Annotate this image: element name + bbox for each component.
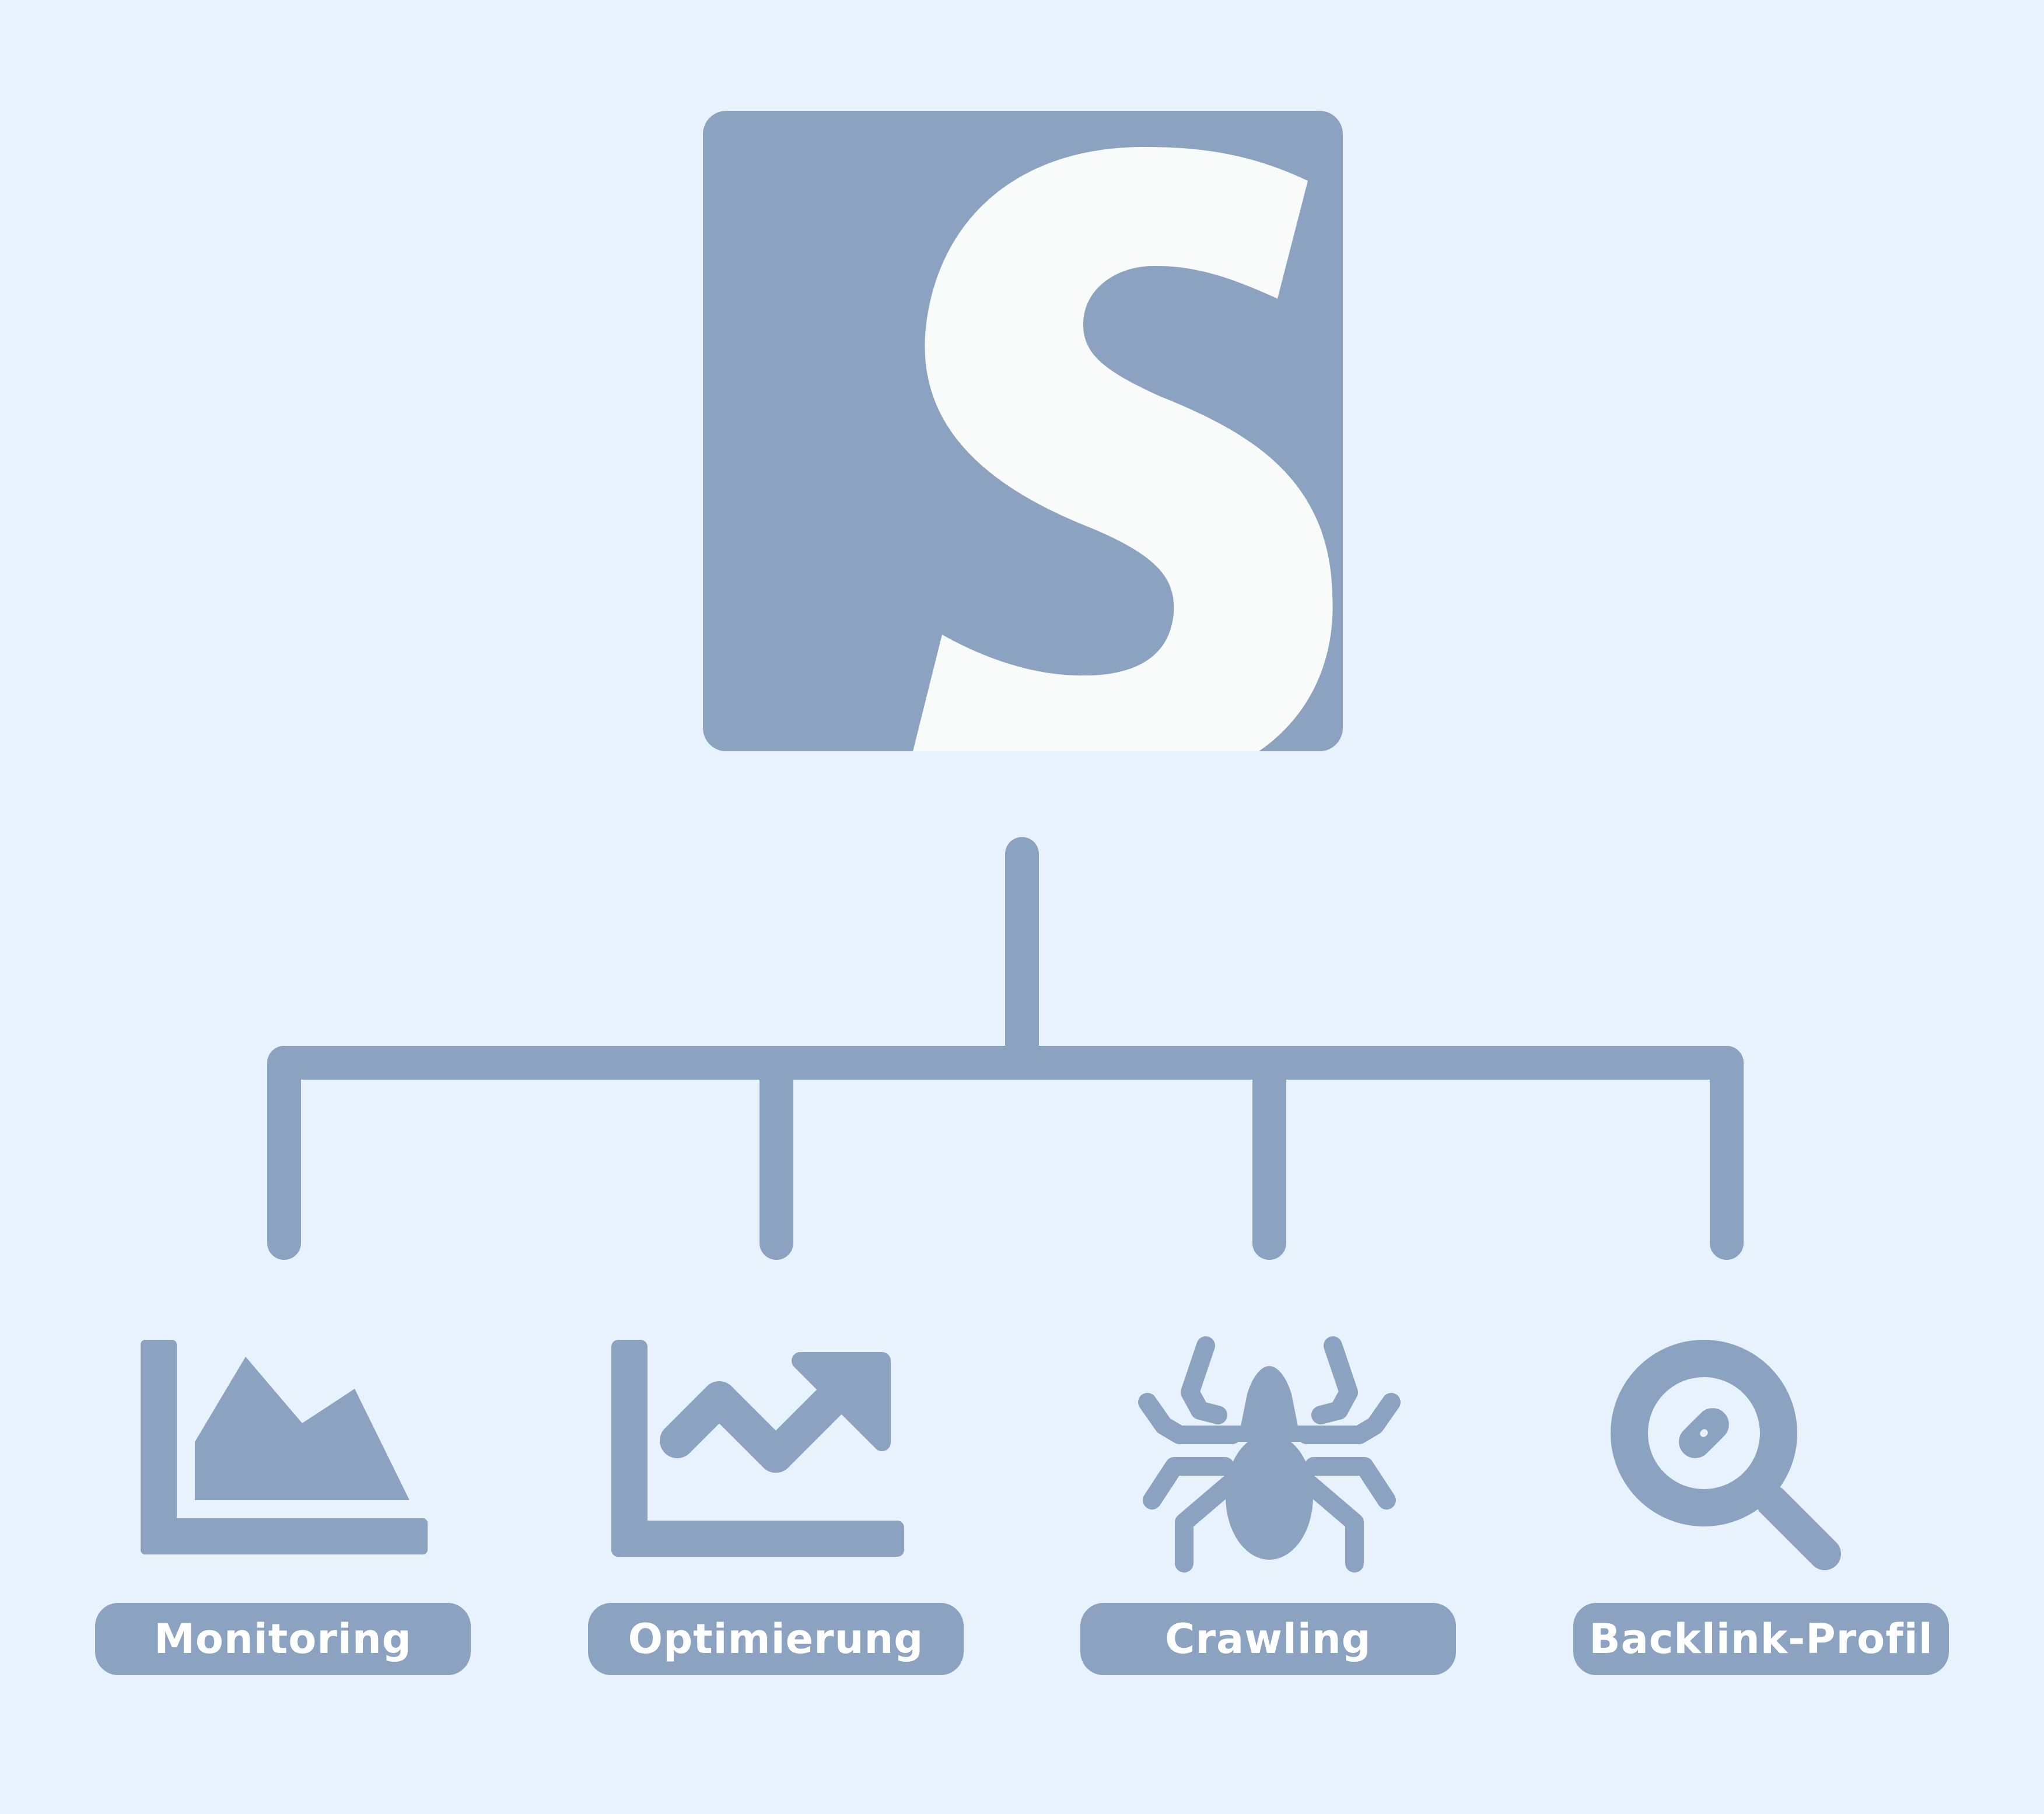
connector-tree <box>267 837 1744 1260</box>
s-logo <box>703 111 1343 751</box>
trending-up-chart-icon <box>611 1340 904 1557</box>
label-crawling: Crawling <box>1080 1603 1456 1675</box>
spider-icon <box>1138 1336 1401 1573</box>
label-optimierung: Optimierung <box>588 1603 964 1675</box>
area-chart-icon <box>141 1340 428 1554</box>
logo-letter-s <box>913 147 1333 751</box>
label-backlink-profil: Backlink-Profil <box>1573 1603 1949 1675</box>
connector-bar <box>267 1046 1744 1260</box>
link-search-icon <box>1611 1340 1841 1570</box>
label-monitoring: Monitoring <box>95 1603 471 1675</box>
